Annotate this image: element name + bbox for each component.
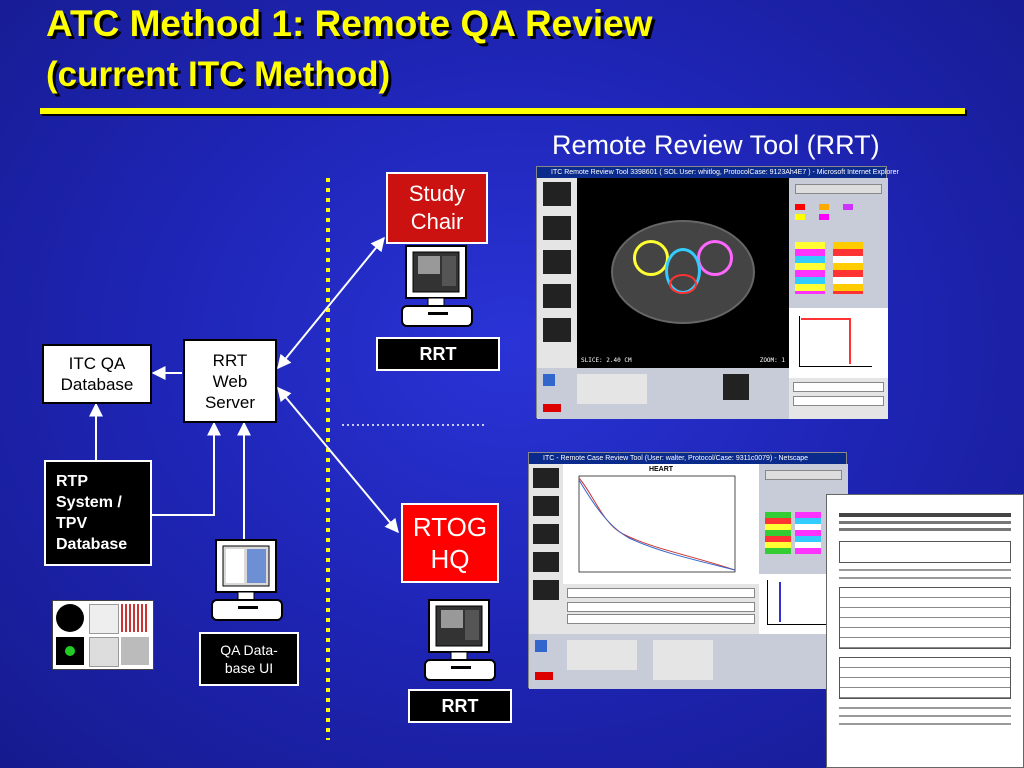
rrt-bottom-dvh-title: HEART [648, 466, 674, 473]
rrt-top-plan-table [789, 378, 888, 419]
rrt-top-controls-panel [789, 178, 888, 308]
rrt-label-top: RRT [376, 337, 500, 371]
arrow-rtp-to-server [152, 421, 221, 516]
rrt-top-thumbnail-column [537, 178, 577, 368]
rrt-bottom-table [563, 584, 759, 634]
rrt-top-window-title: ITC Remote Review Tool 3398601 ( SOL Use… [537, 167, 899, 178]
rrt-bottom-dvh-chart: HEART [563, 464, 759, 584]
qa-database-ui-box: QA Data- base UI [199, 632, 299, 686]
rtog-hq-box: RTOG HQ [401, 503, 499, 583]
rrt-label-bottom: RRT [408, 689, 512, 723]
rrt-top-ct-image: SLICE: 2.40 CM ZOOM: 1 [577, 178, 789, 368]
qa-ui-computer-icon [211, 539, 283, 621]
rrt-heading: Remote Review Tool (RRT) [552, 130, 880, 160]
rrt-screenshot-top: ITC Remote Review Tool 3398601 ( SOL Use… [536, 166, 899, 419]
rrt-bottom-thumbnail-column [529, 464, 563, 644]
slide-subtitle: (current ITC Method) [46, 55, 391, 94]
rrt-top-dvh-chart [789, 308, 888, 378]
slide-title: ATC Method 1: Remote QA Review [46, 3, 653, 44]
rrt-web-server-box: RRT Web Server [183, 339, 277, 423]
study-chair-computer-icon [401, 245, 473, 327]
itc-qa-database-box: ITC QA Database [42, 344, 152, 404]
arrow-server-rtoghq [277, 386, 399, 534]
rrt-top-slice-label: SLICE: 2.40 CM [581, 357, 632, 364]
sample-images-thumbnail [52, 600, 154, 670]
rrt-bottom-window-title: ITC - Remote Case Review Tool (User: wal… [529, 453, 846, 464]
rrt-screenshot-bottom: ITC - Remote Case Review Tool (User: wal… [528, 452, 848, 689]
study-chair-box: Study Chair [386, 172, 488, 244]
arrow-server-studychair [277, 236, 385, 370]
rrt-bottom-bottom-toolbar [529, 634, 848, 689]
rtp-system-box: RTP System / TPV Database [44, 460, 152, 566]
rrt-top-bottom-toolbar [537, 368, 789, 419]
rtog-hq-computer-icon [424, 599, 496, 681]
rrt-top-zoom-label: ZOOM: 1 [759, 357, 785, 364]
qa-report-document [826, 494, 1024, 768]
title-underline [40, 108, 965, 114]
dvh-curves [578, 475, 736, 573]
